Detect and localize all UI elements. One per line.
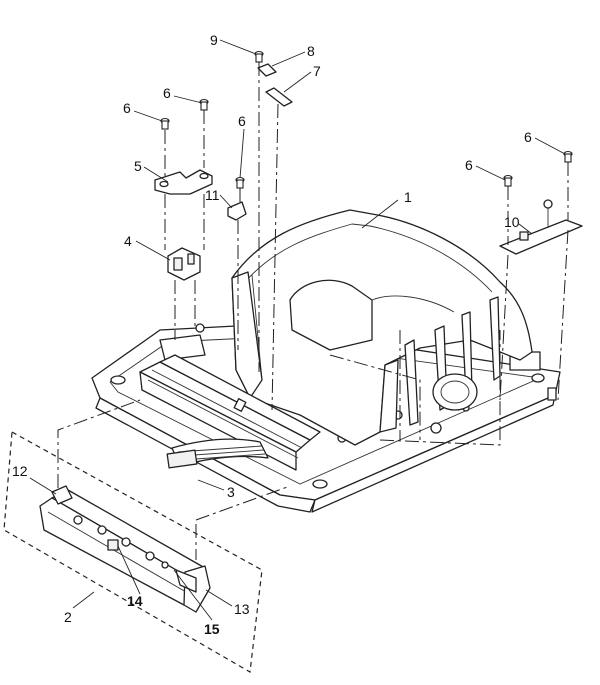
- paper-holder-housing: [231, 209, 533, 446]
- callout-11: 11: [205, 187, 220, 203]
- assembly-boundary: [3, 431, 263, 673]
- callout-5: 5: [134, 158, 142, 174]
- callout-4: 4: [124, 233, 132, 249]
- callouts: 1 2 3 4 5 6 6 6 6 6 7 8 9 10 11 12 13 14…: [12, 32, 532, 637]
- spring-7: [265, 87, 293, 107]
- callout-15: 15: [204, 621, 220, 637]
- callout-1: 1: [404, 189, 412, 205]
- tray-hole: [531, 373, 545, 383]
- sensor-4: [167, 247, 201, 281]
- tray-tab: [547, 387, 557, 401]
- assembly-lines: [57, 62, 569, 560]
- tray-hole: [312, 479, 328, 489]
- plate-8: [257, 63, 277, 77]
- pcb-10: [499, 199, 583, 255]
- tray-hole: [110, 375, 126, 385]
- screw-icon: [254, 50, 264, 63]
- callout-2: 2: [64, 609, 72, 625]
- connector-icon: [166, 449, 198, 469]
- callout-6-e: 6: [524, 129, 532, 145]
- bracket-5: [154, 169, 213, 195]
- screw-icon: [235, 176, 245, 189]
- print-head-assembly: [3, 431, 263, 673]
- flat-cable: [166, 438, 269, 469]
- callout-6-d: 6: [465, 157, 473, 173]
- callout-13: 13: [234, 601, 250, 617]
- callout-7: 7: [313, 63, 321, 79]
- bracket-11: [227, 201, 247, 221]
- callout-8: 8: [307, 43, 315, 59]
- callout-6-b: 6: [163, 85, 171, 101]
- screws: [160, 50, 573, 189]
- tray-boss: [159, 334, 206, 361]
- callout-14: 14: [127, 593, 143, 609]
- callout-3: 3: [227, 484, 235, 500]
- callout-6-a: 6: [123, 100, 131, 116]
- callout-9: 9: [210, 32, 218, 48]
- screw-icon: [503, 174, 513, 187]
- callout-6-c: 6: [238, 113, 246, 129]
- screw-icon: [160, 117, 170, 130]
- screw-icon: [563, 150, 573, 163]
- callout-10: 10: [504, 214, 520, 230]
- screw-icon: [199, 98, 209, 111]
- callout-12: 12: [12, 463, 28, 479]
- leader-lines: [29, 39, 566, 621]
- roller: [432, 373, 478, 411]
- head-connector: [107, 539, 119, 551]
